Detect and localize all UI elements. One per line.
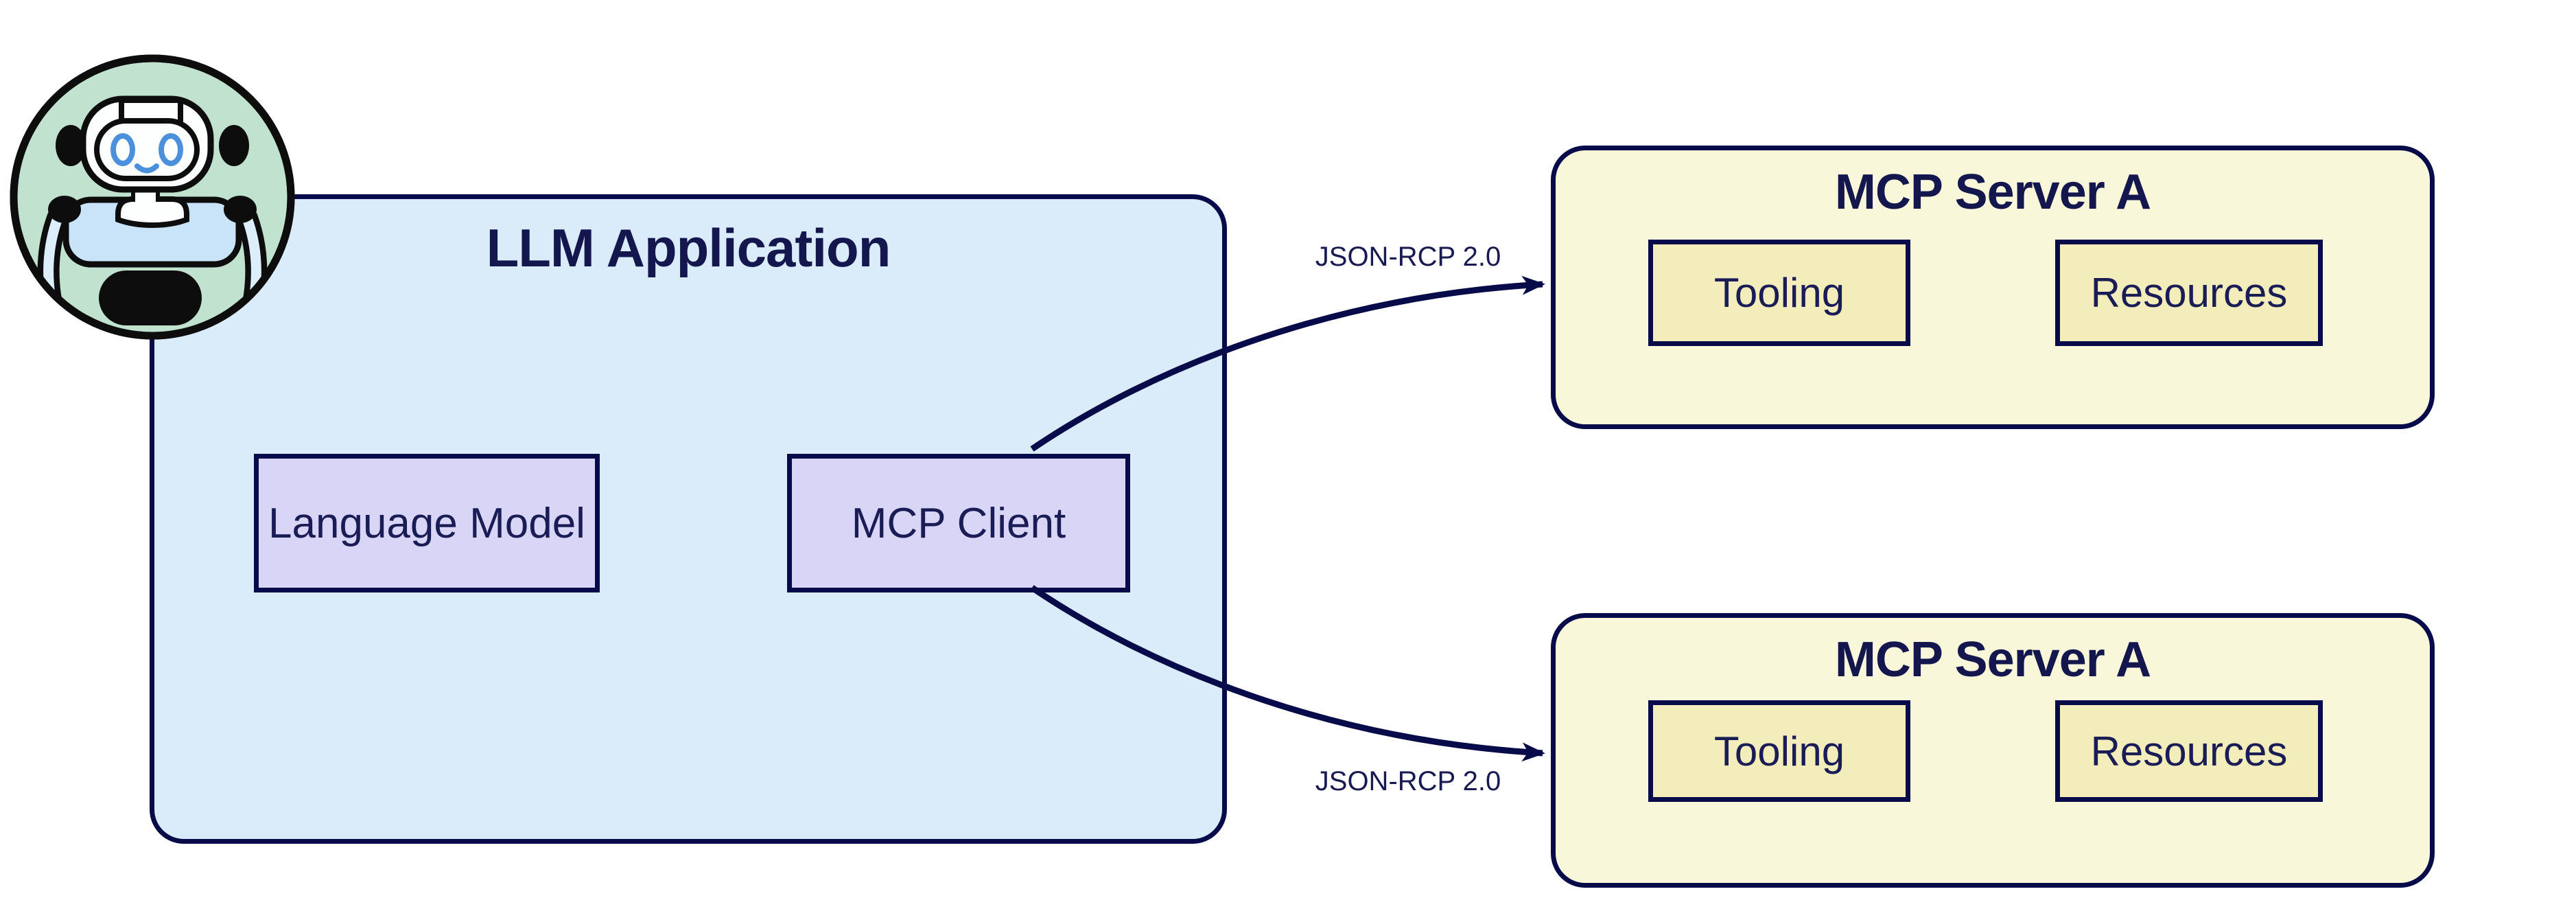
llm-application-title: LLM Application (486, 218, 891, 278)
json-rpc-label-bottom: JSON-RCP 2.0 (1315, 766, 1501, 796)
resources-label-bottom: Resources (2090, 728, 2288, 774)
mcp-server-top-title: MCP Server A (1834, 165, 2151, 220)
mcp-client-box: MCP Client (787, 454, 1130, 592)
language-model-label: Language Model (268, 499, 585, 547)
resources-box-bottom: Resources (2055, 700, 2323, 802)
mcp-server-box-bottom: MCP Server A Tooling Resources (1551, 613, 2435, 888)
tooling-box-top: Tooling (1648, 240, 1910, 346)
llm-application-box: LLM Application Language Model MCP Clien… (150, 194, 1227, 844)
mcp-client-label: MCP Client (851, 499, 1066, 547)
tooling-label-top: Tooling (1713, 270, 1845, 316)
robot-avatar-icon (10, 54, 295, 340)
tooling-box-bottom: Tooling (1648, 700, 1910, 802)
tooling-label-bottom: Tooling (1713, 728, 1845, 774)
mcp-server-box-top: MCP Server A Tooling Resources (1551, 146, 2435, 429)
json-rpc-label-top: JSON-RCP 2.0 (1315, 242, 1501, 272)
resources-box-top: Resources (2055, 240, 2323, 346)
resources-label-top: Resources (2090, 270, 2288, 316)
language-model-box: Language Model (254, 454, 600, 592)
mcp-server-bottom-title: MCP Server A (1834, 632, 2151, 687)
